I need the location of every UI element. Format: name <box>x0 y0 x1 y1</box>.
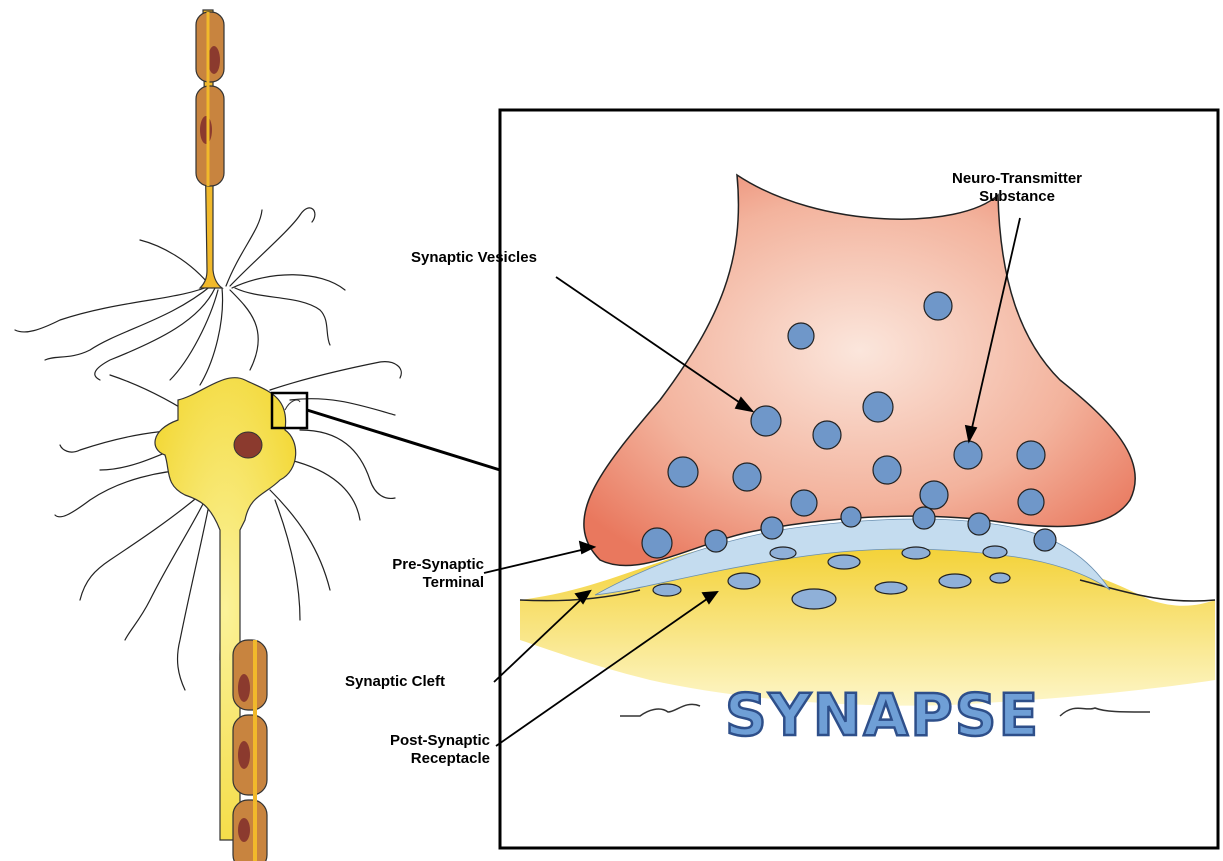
myelin-sheath-bottom <box>233 640 267 861</box>
cell-body <box>155 378 296 840</box>
zoom-connector <box>307 410 500 470</box>
post-synaptic-label-line1: Post-Synaptic <box>330 732 490 750</box>
synaptic-vesicles-label: Synaptic Vesicles <box>411 249 537 267</box>
pre-synaptic-label-line2: Terminal <box>336 574 484 592</box>
nucleus <box>234 432 262 458</box>
neurotransmitter-label-line1: Neuro-Transmitter <box>927 170 1107 188</box>
synaptic-cleft-label: Synaptic Cleft <box>345 673 445 691</box>
pre-synaptic-label-line1: Pre-Synaptic <box>336 556 484 574</box>
pre-synaptic-label: Pre-Synaptic Terminal <box>336 556 484 592</box>
neurotransmitter-label: Neuro-Transmitter Substance <box>927 170 1107 206</box>
post-synaptic-label: Post-Synaptic Receptacle <box>330 732 490 768</box>
neurotransmitter-label-line2: Substance <box>927 188 1107 206</box>
synapse-title: SYNAPSE <box>725 681 1040 749</box>
post-synaptic-label-line2: Receptacle <box>330 750 490 768</box>
myelin-sheath-top <box>196 12 224 186</box>
